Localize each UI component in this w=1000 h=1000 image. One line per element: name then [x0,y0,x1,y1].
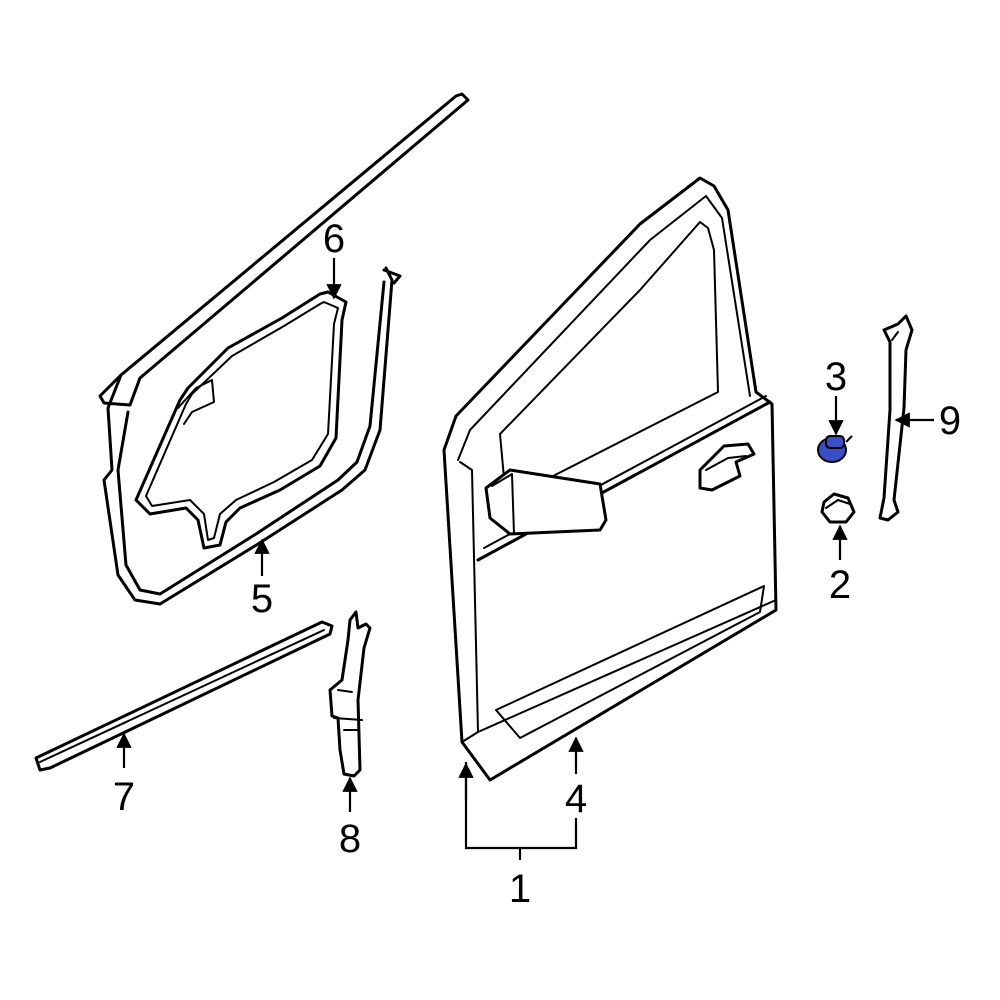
callout-1: 1 [509,867,531,911]
leader-lines [116,258,934,860]
callout-9: 9 [939,399,961,443]
bracket-1 [464,762,578,850]
part-3-bumper[interactable] [817,435,853,463]
callout-2: 2 [829,563,851,607]
part-1-door-assembly[interactable] [442,176,778,782]
callout-7: 7 [113,775,135,819]
callout-8: 8 [339,817,361,861]
part-7-belt-molding[interactable] [34,620,334,772]
callout-labels: 6 5 7 8 4 1 3 2 9 [113,217,961,911]
part-5-weatherstrip[interactable] [98,92,470,606]
part-9-rear-sash[interactable] [878,314,914,522]
part-8-sash-trim[interactable] [328,610,372,778]
callout-3: 3 [825,355,847,399]
part-6-window-seal[interactable] [134,290,348,550]
callout-6: 6 [323,217,345,261]
part-2-cap[interactable] [820,492,856,524]
callout-4: 4 [565,777,587,821]
callout-5: 5 [251,577,273,621]
